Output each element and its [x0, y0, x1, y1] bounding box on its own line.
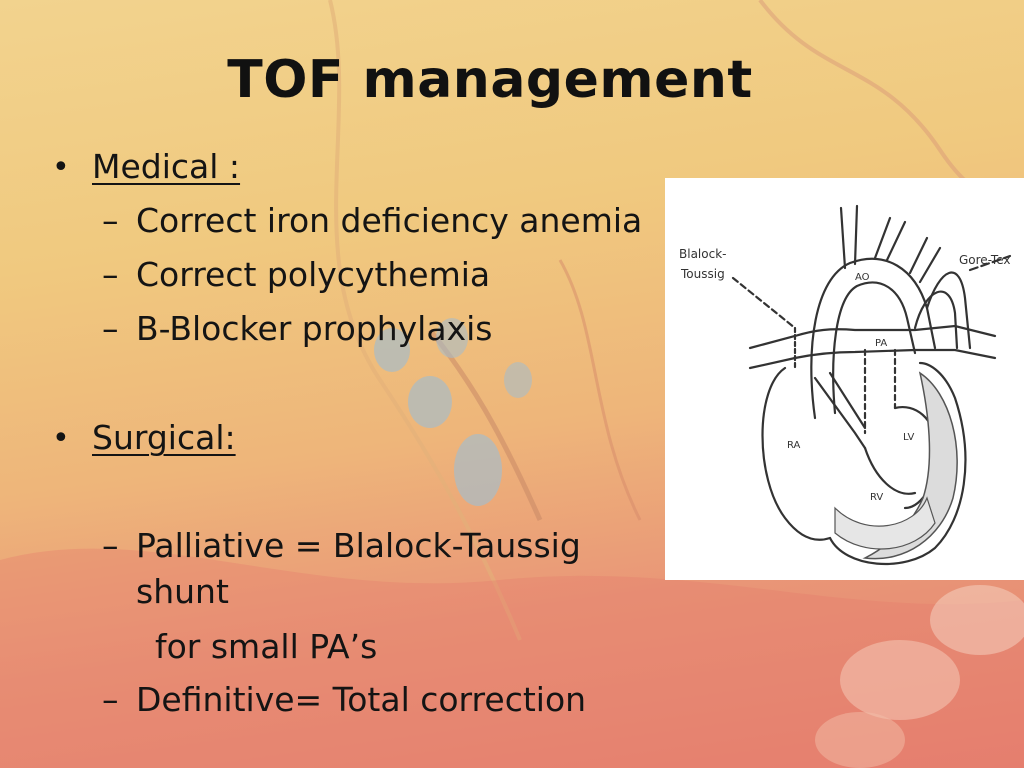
surgical-palliative-cont: shunt: [136, 572, 229, 611]
heart-diagram-svg: Blalock- Toussig Gore-Tex AO PA RA LV RV: [679, 204, 1012, 566]
label-ao: AO: [855, 272, 870, 283]
label-rv: RV: [870, 492, 883, 503]
surgical-definitive: Definitive= Total correction: [136, 680, 587, 719]
bullet-glyph: •: [52, 421, 70, 456]
surgical-heading: Surgical:: [92, 418, 236, 457]
medical-item-iron: Correct iron deficiency anemia: [136, 201, 643, 240]
surgical-palliative-note: for small PA’s: [155, 627, 378, 666]
label-ra: RA: [787, 440, 801, 451]
slide-title: TOF management: [227, 50, 753, 110]
surgical-palliative: Palliative = Blalock-Taussig: [136, 526, 581, 565]
dash-glyph: –: [102, 255, 119, 294]
dash-glyph: –: [102, 201, 119, 240]
label-lv: LV: [903, 432, 914, 443]
label-pa: PA: [875, 338, 887, 349]
dash-glyph: –: [102, 680, 119, 719]
dash-glyph: –: [102, 526, 119, 565]
label-blalock: Blalock-: [679, 247, 726, 261]
medical-item-bblocker: B-Blocker prophylaxis: [136, 309, 493, 348]
label-taussig: Toussig: [680, 267, 725, 281]
bullet-glyph: •: [52, 150, 70, 185]
medical-item-polycythemia: Correct polycythemia: [136, 255, 491, 294]
dash-glyph: –: [102, 309, 119, 348]
bt-shunt-heart-diagram: Blalock- Toussig Gore-Tex AO PA RA LV RV: [665, 178, 1024, 580]
label-goretex: Gore-Tex: [959, 253, 1011, 267]
medical-heading: Medical :: [92, 147, 241, 186]
